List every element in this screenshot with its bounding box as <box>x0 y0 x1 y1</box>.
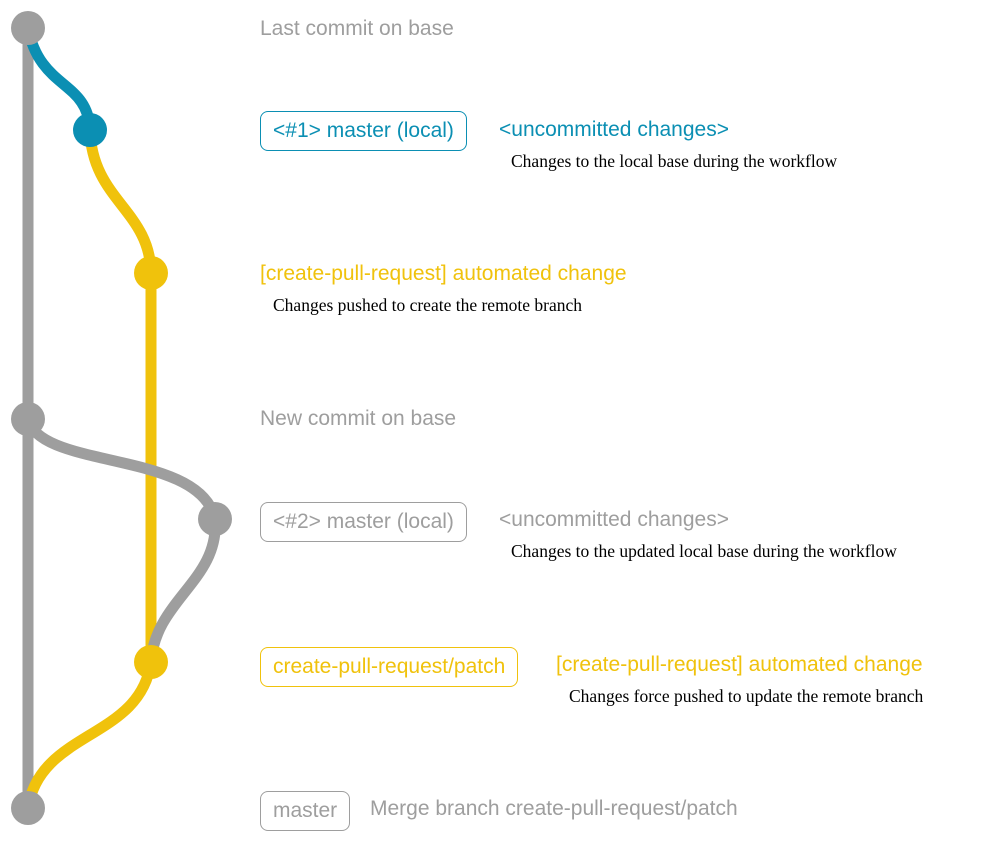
commit-node-last-base <box>11 11 45 45</box>
local-2-message: <uncommitted changes> <box>499 508 729 531</box>
new-base-message: New commit on base <box>260 407 457 430</box>
pr-2-description: Changes force pushed to update the remot… <box>569 686 924 706</box>
merge-message: Merge branch create-pull-request/patch <box>370 797 738 820</box>
local-1-message: <uncommitted changes> <box>499 118 729 141</box>
local-branch-edge-2 <box>22 413 221 525</box>
pr-2-ref-label: create-pull-request/patch <box>260 647 519 687</box>
commit-node-pr-2 <box>134 645 168 679</box>
pr-1-description: Changes pushed to create the remote bran… <box>273 295 583 315</box>
merge-edge <box>22 656 157 814</box>
last-base-message: Last commit on base <box>260 17 454 40</box>
commit-node-local-2 <box>198 502 232 536</box>
pr-2-message: [create-pull-request] automated change <box>556 653 923 676</box>
commit-node-merge <box>11 791 45 825</box>
commit-node-local-1 <box>73 113 107 147</box>
local-2-ref-label: <#2> master (local) <box>260 502 467 542</box>
pr-branch-edge-1 <box>84 124 157 279</box>
pr-1-message: [create-pull-request] automated change <box>260 262 627 285</box>
local-1-description: Changes to the local base during the wor… <box>511 151 838 171</box>
local-to-pr-edge-2 <box>145 513 221 668</box>
commit-node-pr-1 <box>134 256 168 290</box>
local-1-ref-label: <#1> master (local) <box>260 111 467 151</box>
local-2-description: Changes to the updated local base during… <box>511 541 897 561</box>
commit-node-new-base <box>11 402 45 436</box>
merge-ref-label: master <box>260 791 351 831</box>
local-branch-edge-1 <box>22 22 96 136</box>
